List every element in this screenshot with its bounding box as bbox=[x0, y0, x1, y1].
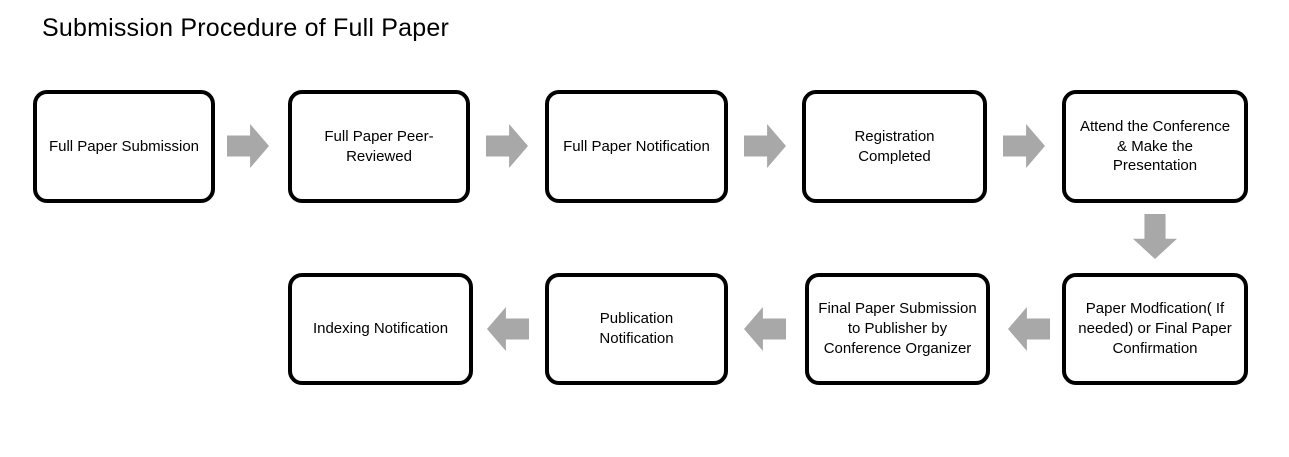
flow-step-full-paper-peer-reviewed: Full Paper Peer- Reviewed bbox=[288, 90, 470, 203]
flow-step-label: Full Paper Submission bbox=[48, 137, 200, 155]
arrow-right-icon-2 bbox=[486, 124, 528, 168]
flow-step-attend-conference: Attend the Conference & Make the Present… bbox=[1062, 90, 1248, 203]
arrow-down-icon bbox=[1133, 214, 1177, 259]
flow-step-label: Full Paper Peer- Reviewed bbox=[324, 127, 434, 165]
arrow-right-icon-3 bbox=[744, 124, 786, 168]
flow-step-label: Paper Modfication( If needed) or Final P… bbox=[1078, 300, 1232, 357]
flow-step-paper-modification: Paper Modfication( If needed) or Final P… bbox=[1062, 273, 1248, 385]
arrow-left-icon-3 bbox=[487, 307, 529, 351]
flow-step-registration-completed: Registration Completed bbox=[802, 90, 987, 203]
flow-step-label: Final Paper Submission to Publisher by C… bbox=[818, 300, 977, 357]
flow-step-publication-notification: Publication Notification bbox=[545, 273, 728, 385]
flow-step-final-paper-submission: Final Paper Submission to Publisher by C… bbox=[805, 273, 990, 385]
diagram-title: Submission Procedure of Full Paper bbox=[42, 14, 449, 42]
flow-step-label: Full Paper Notification bbox=[563, 137, 710, 155]
arrow-left-icon-2 bbox=[744, 307, 786, 351]
flow-step-label: Indexing Notification bbox=[312, 320, 449, 338]
flow-step-indexing-notification: Indexing Notification bbox=[288, 273, 473, 385]
flow-step-label: Publication Notification bbox=[599, 310, 674, 347]
flow-step-label: Registration Completed bbox=[854, 127, 935, 165]
arrow-left-icon-1 bbox=[1008, 307, 1050, 351]
flow-step-full-paper-notification: Full Paper Notification bbox=[545, 90, 728, 203]
flow-step-full-paper-submission: Full Paper Submission bbox=[33, 90, 215, 203]
flow-step-label: Attend the Conference & Make the Present… bbox=[1079, 117, 1231, 175]
arrow-right-icon-1 bbox=[227, 124, 269, 168]
arrow-right-icon-4 bbox=[1003, 124, 1045, 168]
